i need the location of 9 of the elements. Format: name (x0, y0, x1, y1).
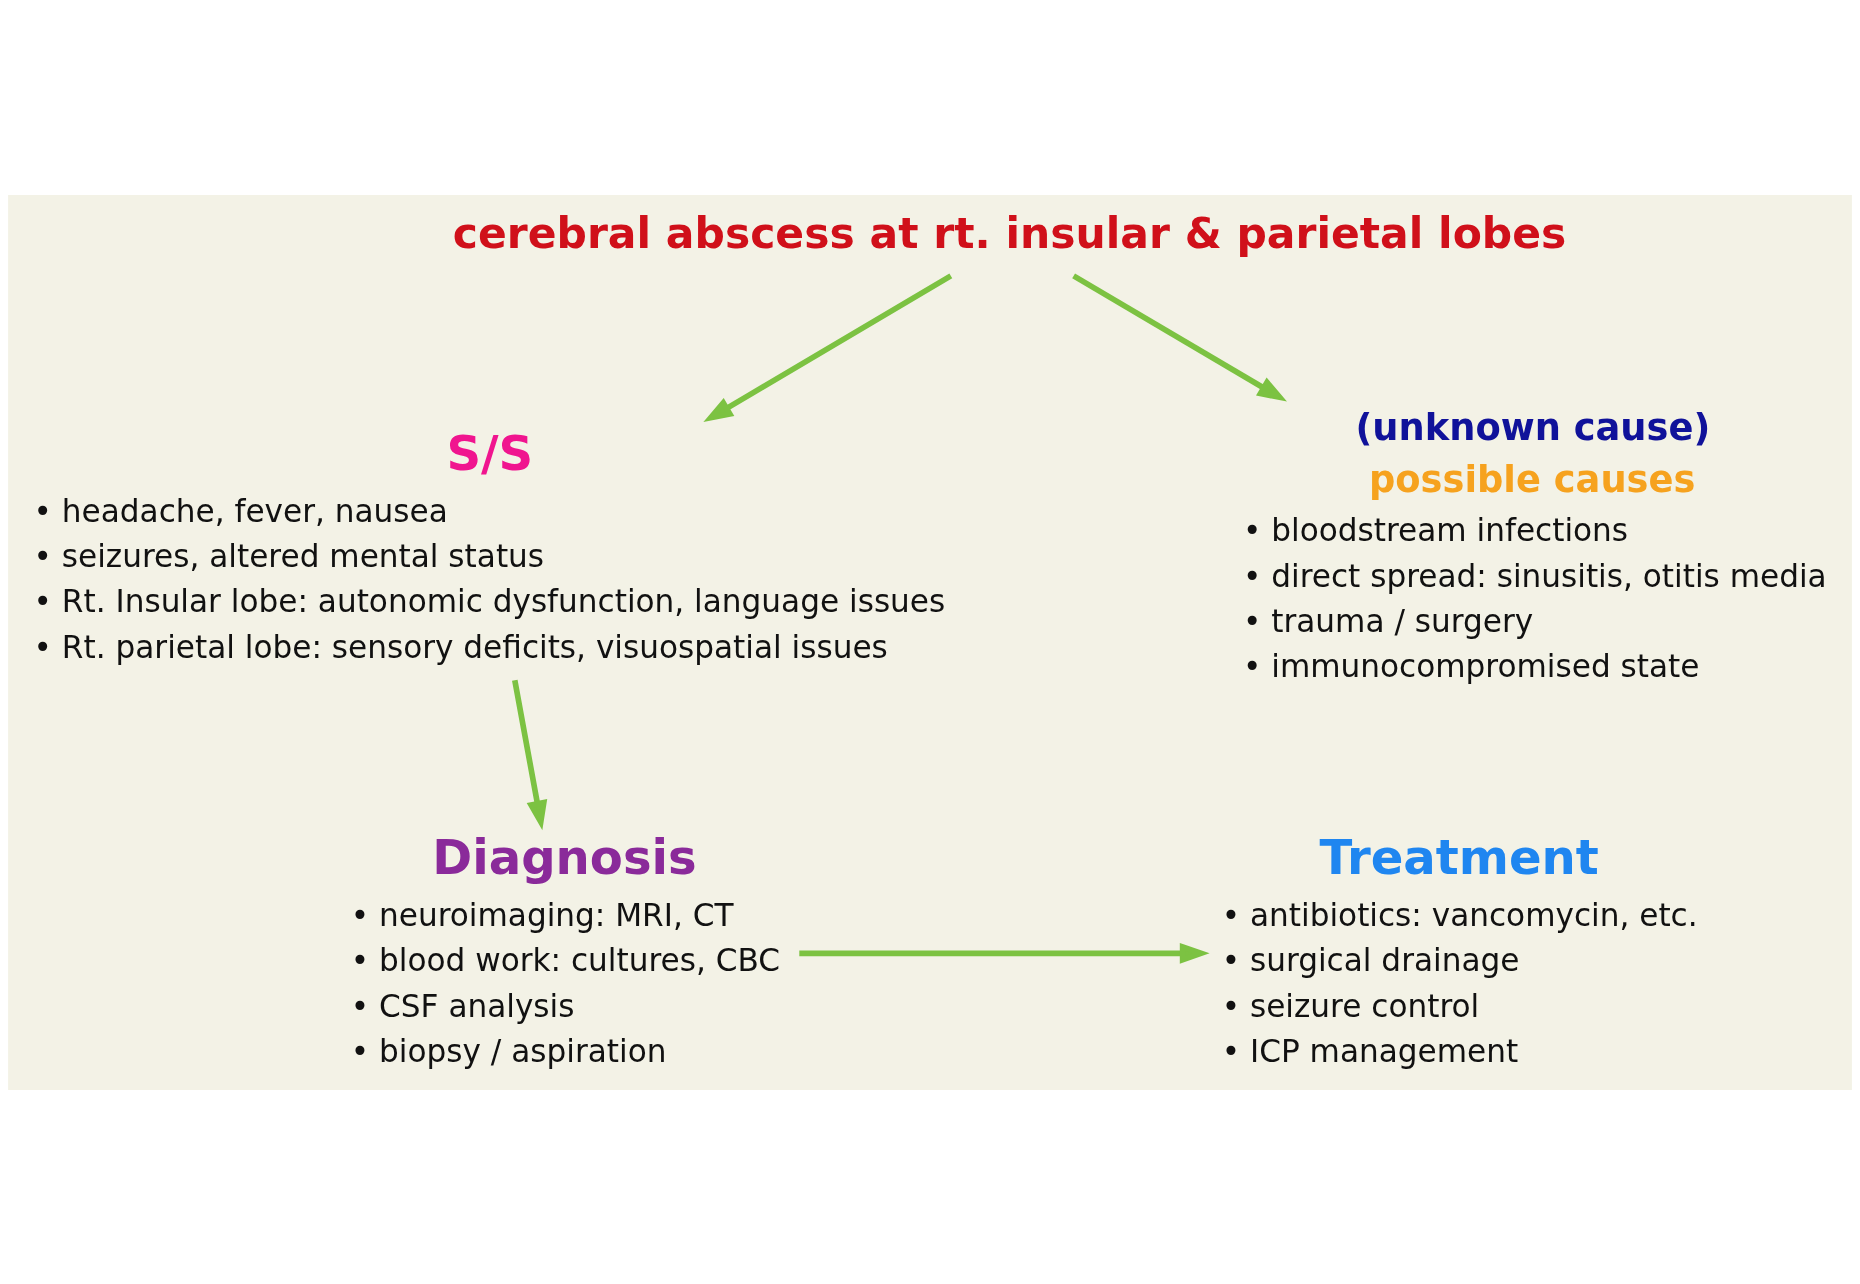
arrow (512, 679, 548, 830)
node-text: S/S • headache, fever, nausea • seizures, altered mental status • Rt. Insular lobe: autonomic dysfunction, language issues • Rt. parietal lobe: sensory deficits, visuospatial issues (33, 424, 946, 665)
arrow (1072, 272, 1287, 402)
arrow (799, 942, 1210, 964)
node-text: cerebral abscess at rt. insular & parietal lobes (452, 208, 1567, 258)
node-text: (unknown cause) possible causes • bloodstream infections • direct spread: sinusitis, otitis media • trauma / surgery • immunocompromised state (1242, 405, 1827, 684)
arrow (703, 272, 953, 422)
node-text: Treatment • antibiotics: vancomycin, etc. • surgical drainage • seizure control • ICP management (1221, 828, 1698, 1069)
node-text: Diagnosis • neuroimaging: MRI, CT • blood work: cultures, CBC • CSF analysis • biopsy / aspiration (350, 828, 781, 1069)
